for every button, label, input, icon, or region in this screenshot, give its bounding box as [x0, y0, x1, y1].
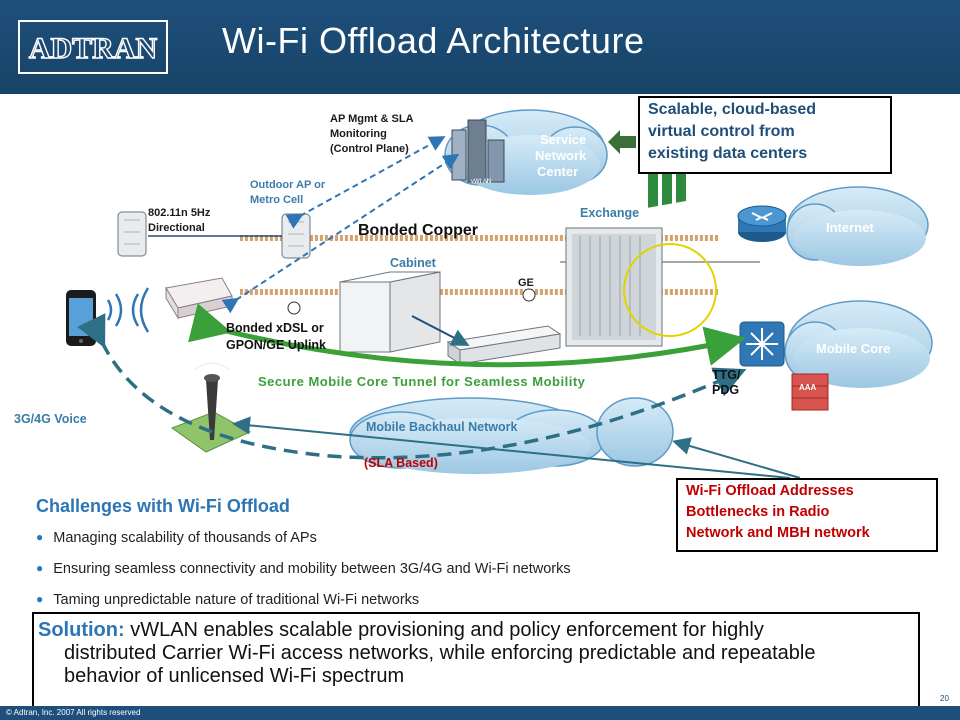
challenge-item: ● Managing scalability of thousands of AP…: [36, 530, 317, 546]
directional-label: 802.11n 5Hz Directional: [148, 206, 210, 236]
directional-ap-icon: [117, 211, 147, 257]
bonded-xdsl-line-2: GPON/GE Uplink: [226, 338, 327, 352]
challenge-item: ● Ensuring seamless connectivity and mobi…: [36, 561, 571, 577]
adtran-logo: ADTRAN: [18, 20, 168, 74]
challenge-text: Managing scalability of thousands of APs: [53, 530, 317, 546]
ap-mgmt-line-1: AP Mgmt & SLA: [330, 113, 414, 125]
ge-port-icon: [522, 288, 536, 302]
cloud-callout-line-2: virtual control from: [648, 123, 795, 140]
snc-line-2: Network: [535, 148, 587, 163]
pdg-line: PDG: [712, 383, 740, 397]
ttg-pdg-label: TTG/ PDG: [712, 368, 740, 398]
outdoor-ap-icon: [281, 213, 311, 259]
challenge-text: Ensuring seamless connectivity and mobil…: [53, 561, 571, 577]
cloud-callout-box: Scalable, cloud-based virtual control fr…: [638, 96, 892, 174]
outdoor-ap-label: Outdoor AP or Metro Cell: [250, 178, 325, 208]
mobile-core-cloud: [784, 300, 933, 388]
outdoor-ap-line-1: Outdoor AP or: [250, 179, 326, 191]
header-bar: [0, 0, 960, 94]
aaa-server-icon: [791, 373, 829, 411]
snc-line-1: Service: [540, 132, 586, 147]
voice-label: 3G/4G Voice: [14, 412, 87, 426]
ge-label: GE: [518, 277, 534, 289]
bullet-icon: ●: [36, 530, 44, 544]
cloud-callout-line-1: Scalable, cloud-based: [648, 101, 817, 118]
footer-bar: [0, 706, 960, 720]
offload-arrow: [232, 416, 791, 479]
wifi-callout-line-2: Bottlenecks in Radio: [686, 504, 830, 520]
ap-mgmt-line-2: Monitoring: [330, 128, 387, 140]
snc-line-3: Center: [537, 164, 578, 179]
exchange-label: Exchange: [580, 206, 640, 220]
solution-line-1: vWLAN enables scalable provisioning and …: [130, 619, 764, 641]
wifi-callout-line-3: Network and MBH network: [686, 525, 870, 541]
exchange-chassis-icon: [565, 227, 663, 347]
outdoor-ap-line-2: Metro Cell: [250, 194, 304, 206]
offload-arrow-2: [672, 437, 801, 479]
uplink-port-icon: [287, 301, 301, 315]
wifi-signal-icon: [106, 287, 150, 333]
solution-box: Solution: vWLAN enables scalable provisi…: [32, 612, 920, 708]
internet-label: Internet: [826, 220, 874, 235]
directional-line-2: Directional: [148, 222, 205, 234]
page-title: Wi-Fi Offload Architecture: [222, 20, 645, 61]
challenges-heading: Challenges with Wi-Fi Offload: [36, 496, 290, 516]
bonded-xdsl-line-1: Bonded xDSL or: [226, 321, 324, 335]
bonded-xdsl-label: Bonded xDSL or GPON/GE Uplink: [226, 320, 326, 354]
indoor-ap-icon: [165, 277, 233, 320]
challenge-text: Taming unpredictable nature of tradition…: [53, 592, 420, 608]
cell-tower-icon: [170, 362, 252, 453]
bullet-icon: ●: [36, 592, 44, 606]
aaa-label: AAA: [799, 383, 817, 392]
secure-tunnel-label: Secure Mobile Core Tunnel for Seamless M…: [258, 374, 586, 389]
solution-line-3: behavior of unlicensed Wi-Fi spectrum: [64, 665, 405, 687]
mobile-core-label: Mobile Core: [816, 341, 890, 356]
ap-mgmt-label: AP Mgmt & SLA Monitoring (Control Plane): [330, 112, 414, 157]
copyright-text: © Adtran, Inc. 2007 All rights reserved: [6, 708, 141, 717]
ap-mgmt-line-3: (Control Plane): [330, 143, 409, 155]
challenge-item: ● Taming unpredictable nature of traditio…: [36, 592, 419, 608]
voice-path-line: [77, 313, 747, 460]
cabinet-label: Cabinet: [390, 256, 436, 270]
smartphone-icon: [66, 290, 96, 346]
backhaul-cloud-right: [596, 397, 674, 467]
street-cabinet-icon: [339, 271, 441, 353]
directional-line-1: 802.11n 5Hz: [148, 207, 211, 219]
solution-label: Solution:: [38, 619, 125, 641]
sla-based-label: (SLA Based): [364, 456, 438, 470]
solution-line-2: distributed Carrier Wi-Fi access network…: [64, 642, 816, 664]
page-number: 20: [940, 694, 949, 703]
wifi-callout-line-1: Wi-Fi Offload Addresses: [686, 483, 854, 499]
bullet-icon: ●: [36, 561, 44, 575]
bonded-copper-label: Bonded Copper: [358, 222, 478, 239]
callout-arrow-icon: [608, 130, 636, 154]
logo-wordmark: ADTRAN: [29, 32, 158, 65]
access-node-icon: [446, 325, 562, 365]
vwlan-badge: vWLAN: [471, 179, 491, 185]
architecture-diagram: Service Network Center vWLAN Internet Mo…: [66, 109, 933, 479]
router-icon: [737, 205, 787, 242]
ttg-line: TTG/: [712, 368, 741, 382]
internet-cloud: [786, 186, 929, 266]
cloud-callout-line-3: existing data centers: [648, 145, 808, 162]
wifi-offload-callout-box: Wi-Fi Offload Addresses Bottlenecks in R…: [676, 478, 938, 552]
ttg-pdg-switch-icon: [739, 321, 785, 367]
control-plane-line-2: [221, 153, 460, 314]
backhaul-label: Mobile Backhaul Network: [366, 420, 518, 434]
